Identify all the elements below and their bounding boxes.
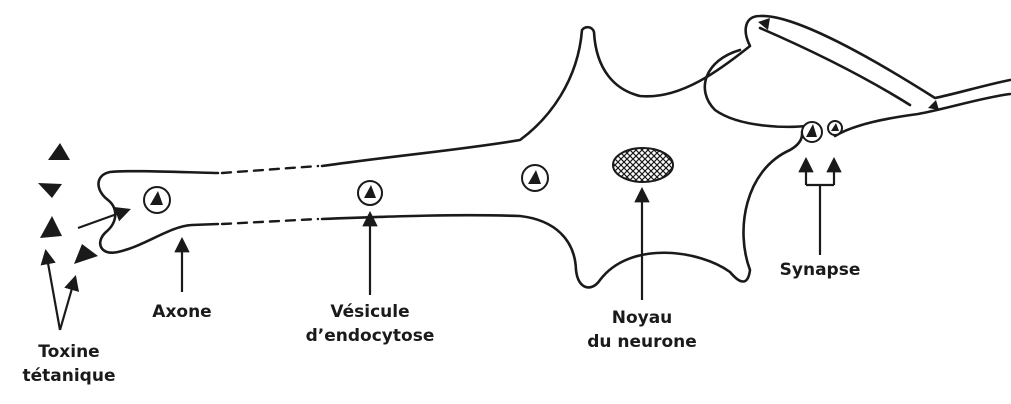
neuron-nucleus (613, 148, 673, 182)
nucleus-label: Noyau du neurone (580, 306, 704, 354)
toxin-entry-arrow (78, 210, 128, 228)
vesicle-label-line1: Vésicule (300, 300, 440, 324)
vesicle-label: Vésicule d’endocytose (300, 300, 440, 348)
nucleus-label-line1: Noyau (580, 306, 704, 330)
neuron-cell-body (322, 16, 1010, 287)
vesicle-body (522, 165, 548, 191)
synapse-knobs (758, 18, 939, 142)
toxin-label-arrows (46, 252, 75, 330)
toxin-label: Toxine tétanique (14, 340, 124, 388)
toxin-label-line1: Toxine (14, 340, 124, 364)
nucleus-label-line2: du neurone (580, 330, 704, 354)
vesicle-axon (358, 181, 382, 205)
vesicle-label-line2: d’endocytose (300, 324, 440, 348)
vesicle-terminal (144, 187, 170, 213)
axon-label-text: Axone (140, 300, 224, 324)
toxin-label-line2: tétanique (14, 364, 124, 388)
synapse-label: Synapse (770, 258, 870, 282)
axon-label: Axone (140, 300, 224, 324)
synapse-arrows (806, 160, 834, 255)
synapse-label-text: Synapse (770, 258, 870, 282)
axon-dashed-section (222, 166, 318, 224)
tetanus-toxin-particles (38, 143, 98, 264)
